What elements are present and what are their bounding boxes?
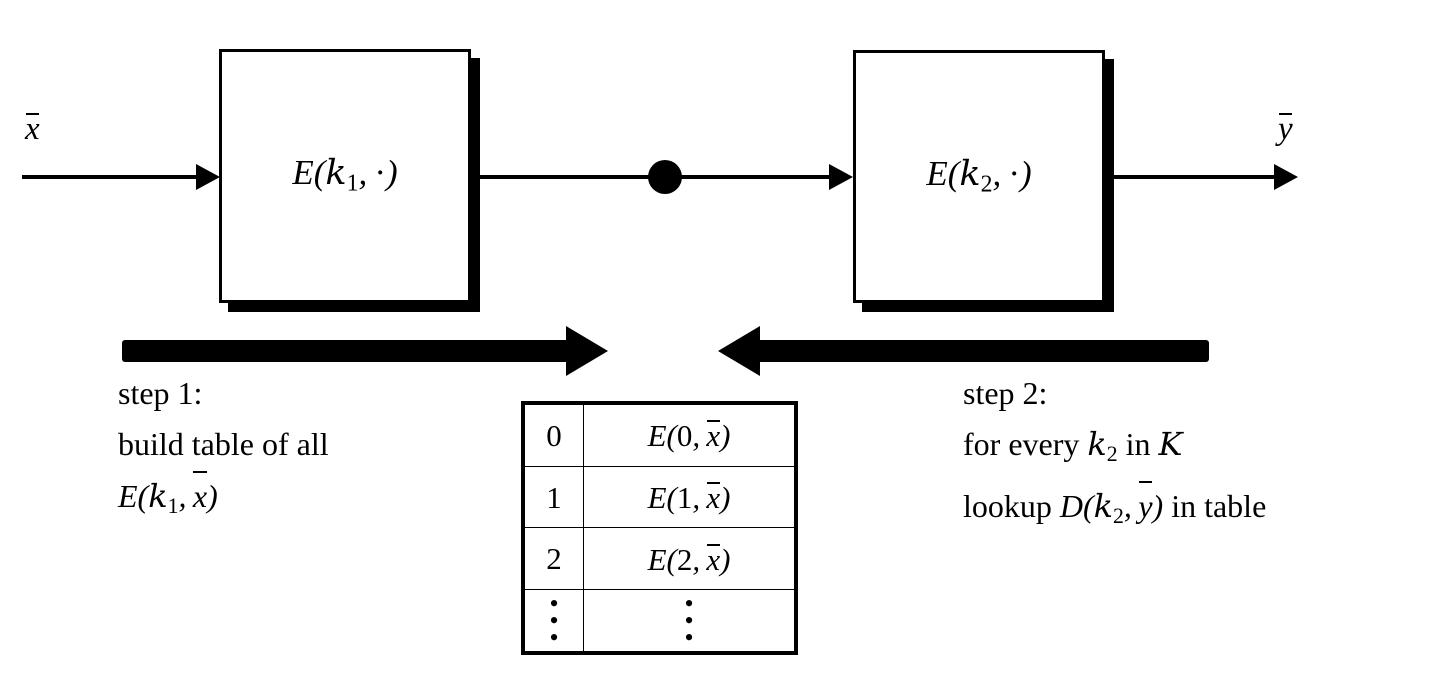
table-cell-key-ellipsis: ••• [525,589,584,651]
table-cell-value: E(0, x) [583,405,794,467]
step-1-arrow-head [566,326,608,376]
table-cell-key: 1 [525,465,584,529]
step-2-body-line-1: for every k2 in K [963,425,1183,467]
step-2-caption: step 2: for every k2 in K lookup D(k2, y… [963,368,1266,542]
step-1-heading: step 1: [118,375,203,411]
table-cell-value: E(1, x) [583,465,794,529]
table-cell-key: 0 [525,405,584,467]
table-cell-key: 2 [525,527,584,591]
step-1-body-line-1: build table of all [118,426,329,462]
step-2-heading: step 2: [963,375,1048,411]
input-wire [22,175,200,179]
output-wire [1105,175,1277,179]
middle-wire-arrowhead [829,164,853,190]
cipher-box-2[interactable]: E(k2, ·) [853,50,1105,303]
output-label-ybar: y [1278,110,1293,147]
cipher-box-1-label: E(k1, ·) [292,153,398,197]
step-1-arrow-shaft [122,340,569,362]
output-wire-arrowhead [1274,164,1298,190]
table-cell-value-ellipsis: ••• [583,589,794,651]
table-row[interactable]: 0 E(0, x) [525,405,794,467]
table-row: ••• ••• [525,589,794,651]
step-1-body-line-2: E(k1, x) [118,470,329,532]
table-row[interactable]: 2 E(2, x) [525,527,794,591]
input-label-xbar: x [25,110,40,147]
precomputed-encryption-table[interactable]: 0 E(0, x) 1 E(1, x) 2 E(2, x) [521,401,798,655]
table-cell-value: E(2, x) [583,527,794,591]
midpoint-node-dot [648,160,682,194]
step-2-arrow-shaft [757,340,1209,362]
cipher-box-2-label: E(k2, ·) [926,153,1032,198]
step-1-caption: step 1: build table of all E(k1, x) [118,368,329,532]
step-2-arrow-head [718,326,760,376]
step-2-body-line-2: lookup D(k2, y) in table [963,480,1266,542]
input-wire-arrowhead [196,164,220,190]
table-row[interactable]: 1 E(1, x) [525,465,794,529]
cipher-box-1[interactable]: E(k1, ·) [219,49,471,303]
